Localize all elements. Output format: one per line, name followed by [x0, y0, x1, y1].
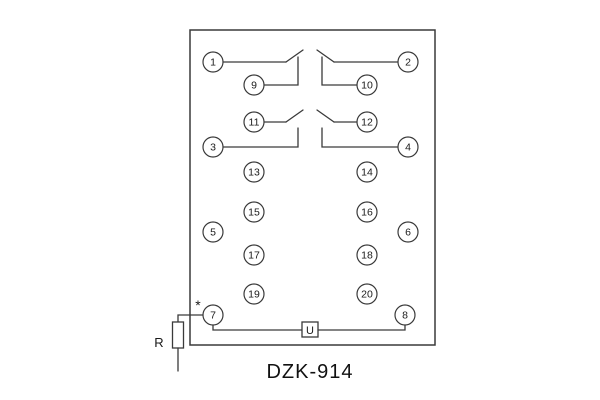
- terminal-16-number: 16: [361, 207, 373, 219]
- terminal-10: 10: [356, 74, 378, 96]
- terminal-8-number: 8: [402, 310, 408, 322]
- contact-blade-1-9: [285, 49, 304, 63]
- terminal-12-circle: [356, 111, 378, 133]
- model-title: DZK-914: [266, 361, 353, 383]
- wire-terminal10: [321, 56, 358, 86]
- wire-terminal3: [222, 127, 299, 148]
- terminal-2-circle: [397, 51, 419, 73]
- terminal-5-circle: [202, 221, 224, 243]
- terminal-17: 17: [243, 244, 265, 266]
- terminal-12: 12: [356, 111, 378, 133]
- terminal-3-number: 3: [210, 142, 216, 154]
- terminal-3-circle: [202, 136, 224, 158]
- terminal-15-circle: [243, 201, 265, 223]
- terminal-17-circle: [243, 244, 265, 266]
- terminal-9-number: 9: [251, 80, 257, 92]
- terminal-13-number: 13: [248, 167, 260, 179]
- contact-blade-12-4: [316, 109, 335, 123]
- terminal-19-circle: [243, 283, 265, 305]
- terminal-13-circle: [243, 161, 265, 183]
- terminal-7-circle: [202, 304, 224, 326]
- terminal-15: 15: [243, 201, 265, 223]
- terminal-18: 18: [356, 244, 378, 266]
- terminal-16-circle: [356, 201, 378, 223]
- wire-terminal7-to-u: [212, 324, 303, 331]
- terminal-14-number: 14: [361, 167, 373, 179]
- terminal-9-circle: [243, 74, 265, 96]
- terminal-8: 8: [394, 304, 416, 326]
- terminal-7: 7: [202, 304, 224, 326]
- terminal-14-circle: [356, 161, 378, 183]
- terminal-7-number: 7: [210, 310, 216, 322]
- terminal-12-number: 12: [361, 117, 373, 129]
- terminal-11: 11: [243, 111, 265, 133]
- terminal-10-circle: [356, 74, 378, 96]
- u-element-label: U: [306, 325, 314, 337]
- terminal-11-number: 11: [249, 117, 260, 129]
- terminal-10-number: 10: [361, 80, 373, 92]
- terminal-13: 13: [243, 161, 265, 183]
- terminal-19-number: 19: [248, 289, 260, 301]
- terminal-20-number: 20: [361, 289, 373, 301]
- wire-terminal4: [321, 127, 399, 148]
- terminal-6-circle: [397, 221, 419, 243]
- terminal-14: 14: [356, 161, 378, 183]
- terminal-17-number: 17: [248, 250, 260, 262]
- terminal-1: 1: [202, 51, 224, 73]
- wire-terminal7-to-resistor: [177, 314, 204, 323]
- terminal-15-number: 15: [248, 207, 260, 219]
- resistor-symbol: [171, 321, 185, 349]
- relay-case-outline: [189, 29, 436, 346]
- resistor-label: R: [154, 335, 163, 350]
- terminal-8-circle: [394, 304, 416, 326]
- wire-u-to-terminal8: [317, 324, 406, 331]
- terminal-20-circle: [356, 283, 378, 305]
- terminal-4-circle: [397, 136, 419, 158]
- terminal-16: 16: [356, 201, 378, 223]
- terminal-19: 19: [243, 283, 265, 305]
- terminal-2: 2: [397, 51, 419, 73]
- terminal-4: 4: [397, 136, 419, 158]
- terminal-11-circle: [243, 111, 265, 133]
- terminal-1-circle: [202, 51, 224, 73]
- terminal-18-number: 18: [361, 250, 373, 262]
- terminal-6-number: 6: [405, 227, 411, 239]
- contact-blade-11-3: [285, 109, 304, 123]
- terminal-4-number: 4: [405, 142, 411, 154]
- terminal-6: 6: [397, 221, 419, 243]
- terminal-9: 9: [243, 74, 265, 96]
- terminal-1-number: 1: [210, 57, 216, 69]
- terminal-5: 5: [202, 221, 224, 243]
- terminal-3: 3: [202, 136, 224, 158]
- terminal-5-number: 5: [210, 227, 216, 239]
- terminal-18-circle: [356, 244, 378, 266]
- contact-blade-2-10: [316, 49, 335, 63]
- terminal-2-number: 2: [405, 57, 411, 69]
- terminal-20: 20: [356, 283, 378, 305]
- polarity-mark: *: [195, 297, 201, 313]
- wire-terminal9: [263, 56, 299, 86]
